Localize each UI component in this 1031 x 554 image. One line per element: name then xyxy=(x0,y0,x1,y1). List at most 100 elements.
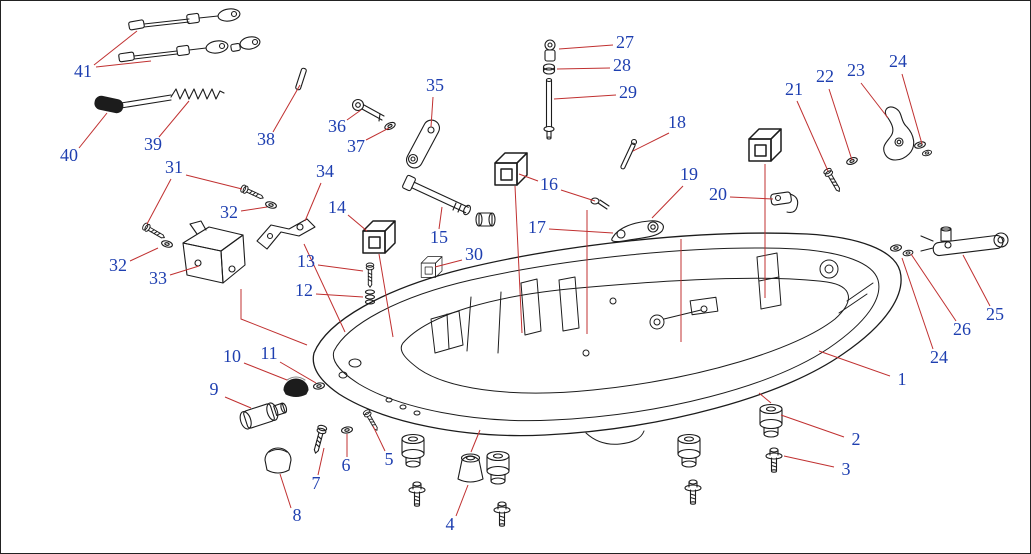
callout-18: 18 xyxy=(668,112,686,132)
callout-3: 3 xyxy=(842,459,851,479)
part-washers-24 xyxy=(913,140,933,158)
leader-line xyxy=(279,473,292,509)
callout-1: 1 xyxy=(898,369,907,389)
leader-line xyxy=(962,254,991,307)
callout-17: 17 xyxy=(528,217,546,237)
part-pin-18 xyxy=(620,138,638,170)
leader-line xyxy=(558,44,614,50)
callout-4: 4 xyxy=(446,514,455,534)
part-latch-20 xyxy=(770,191,799,213)
leader-line xyxy=(556,67,611,70)
callout-38: 38 xyxy=(257,129,275,149)
callout-23: 23 xyxy=(847,60,865,80)
leader-line xyxy=(518,173,539,182)
callout-36: 36 xyxy=(328,116,346,136)
part-plug-10 xyxy=(283,376,309,398)
part-washer-6 xyxy=(340,425,354,435)
part-latch-handle-25 xyxy=(920,226,1009,257)
leader-line xyxy=(185,174,243,190)
leader-line xyxy=(632,132,670,152)
callout-29: 29 xyxy=(619,82,637,102)
leader-line xyxy=(780,414,845,438)
leader-line xyxy=(901,73,923,145)
part-bracket-34 xyxy=(256,218,316,250)
part-screws-31-washers-32 xyxy=(141,183,278,249)
part-bolt-21 xyxy=(822,166,844,195)
callout-26: 26 xyxy=(953,319,971,339)
leader-line xyxy=(158,100,190,138)
part-mount-4 xyxy=(457,453,484,483)
part-washer-11 xyxy=(312,381,326,391)
part-bolt-15-sleeve xyxy=(402,174,496,227)
part-grommet-right xyxy=(748,128,782,162)
callout-27: 27 xyxy=(616,32,634,52)
callout-34: 34 xyxy=(316,161,334,181)
part-washers-26 xyxy=(889,243,914,258)
leader-line xyxy=(129,247,159,262)
assembly-line xyxy=(758,392,772,404)
callout-30: 30 xyxy=(465,244,483,264)
leader-line xyxy=(818,350,891,377)
part-clevis-27-nut-28-pin-29 xyxy=(542,39,556,140)
callout-22: 22 xyxy=(816,66,834,86)
callout-31: 31 xyxy=(165,157,183,177)
leader-line xyxy=(372,425,386,452)
part-bolt-36-washer-37 xyxy=(351,98,397,132)
leader-line xyxy=(434,259,463,268)
callout-15: 15 xyxy=(430,227,448,247)
leader-lines-layer xyxy=(78,30,991,517)
leader-line xyxy=(910,253,957,322)
part-cap-8 xyxy=(264,447,292,474)
callout-32: 32 xyxy=(220,202,238,222)
callout-19: 19 xyxy=(680,164,698,184)
callout-32: 32 xyxy=(109,255,127,275)
leader-line xyxy=(346,109,362,121)
leader-line xyxy=(169,265,200,276)
callout-10: 10 xyxy=(223,346,241,366)
leader-line xyxy=(243,362,288,381)
leader-line xyxy=(430,96,434,128)
part-screw-7 xyxy=(310,423,328,455)
part-lever-35 xyxy=(405,119,441,169)
callout-39: 39 xyxy=(144,134,162,154)
part-grommet-14 xyxy=(362,220,396,254)
callout-33: 33 xyxy=(149,268,167,288)
leader-line xyxy=(279,361,317,384)
leader-line xyxy=(317,264,364,272)
callout-8: 8 xyxy=(293,505,302,525)
leader-line xyxy=(365,127,390,141)
parts-artwork xyxy=(94,8,1009,527)
leader-line xyxy=(548,228,614,234)
leader-line xyxy=(146,178,172,225)
callout-2: 2 xyxy=(852,429,861,449)
leader-line xyxy=(93,30,138,66)
part-pin-38 xyxy=(295,67,307,91)
assembly-line xyxy=(470,429,481,453)
part-link-arm-17-19 xyxy=(611,220,664,243)
leader-line xyxy=(783,455,835,468)
leader-line xyxy=(317,447,325,476)
part-spring-12 xyxy=(364,289,376,305)
leader-line xyxy=(901,257,934,350)
leader-line xyxy=(347,214,368,232)
leader-line xyxy=(272,84,301,133)
assembly-line xyxy=(240,289,308,346)
leader-line xyxy=(95,60,152,68)
part-cable-assemblies-41 xyxy=(118,8,261,63)
callout-20: 20 xyxy=(709,184,727,204)
leader-line xyxy=(729,196,774,200)
leader-line xyxy=(438,206,443,230)
leader-line xyxy=(224,396,252,409)
leader-line xyxy=(315,293,364,298)
callout-16: 16 xyxy=(540,174,558,194)
callout-25: 25 xyxy=(986,304,1004,324)
assembly-line xyxy=(378,253,394,338)
leader-line xyxy=(796,100,829,172)
callout-21: 21 xyxy=(785,79,803,99)
part-grommet-16 xyxy=(494,152,528,186)
callout-14: 14 xyxy=(328,197,346,217)
part-washer-22 xyxy=(845,155,859,167)
part-rod-40-spring-39 xyxy=(94,88,225,114)
